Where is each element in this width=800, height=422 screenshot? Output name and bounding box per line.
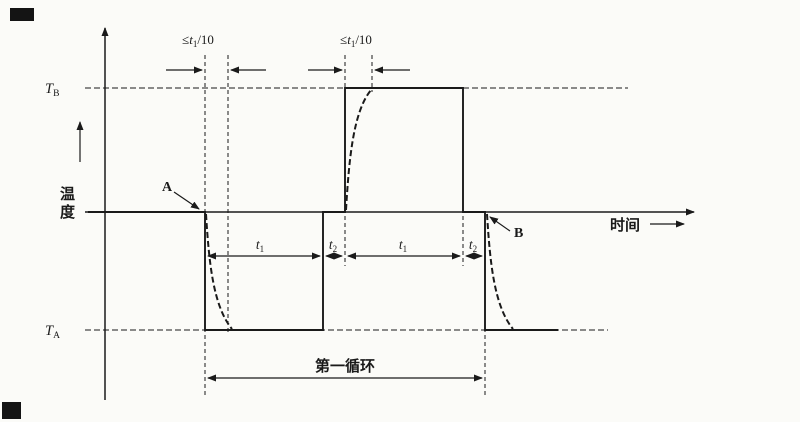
temperature-axis-label: 温度: [58, 186, 74, 222]
transition-limit-label-2: ≤t1/10: [340, 32, 372, 49]
duration-t2-label-1: t2: [329, 237, 337, 254]
duration-t1-label-2: t1: [399, 237, 407, 254]
low-level-label: TA: [45, 323, 60, 341]
first-cycle-label: 第一循环: [315, 357, 375, 375]
point-b-arrow: [489, 216, 511, 232]
response-curve-second-drop: [486, 213, 514, 330]
duration-t1-label-1: t1: [256, 237, 264, 254]
point-a-arrow: [173, 191, 200, 210]
point-a-label: A: [162, 180, 173, 195]
scan-artifact-top-left: [10, 8, 34, 21]
transition-limit-label-1: ≤t1/10: [182, 32, 214, 49]
high-level-label: TB: [45, 81, 59, 99]
time-axis-label: 时间: [610, 216, 640, 234]
waveform-line: [88, 87, 558, 331]
response-curve-first-drop: [205, 213, 233, 330]
point-b-label: B: [514, 226, 523, 241]
duration-t2-label-2: t2: [469, 237, 477, 254]
scan-artifact-bottom-left: [2, 402, 21, 419]
